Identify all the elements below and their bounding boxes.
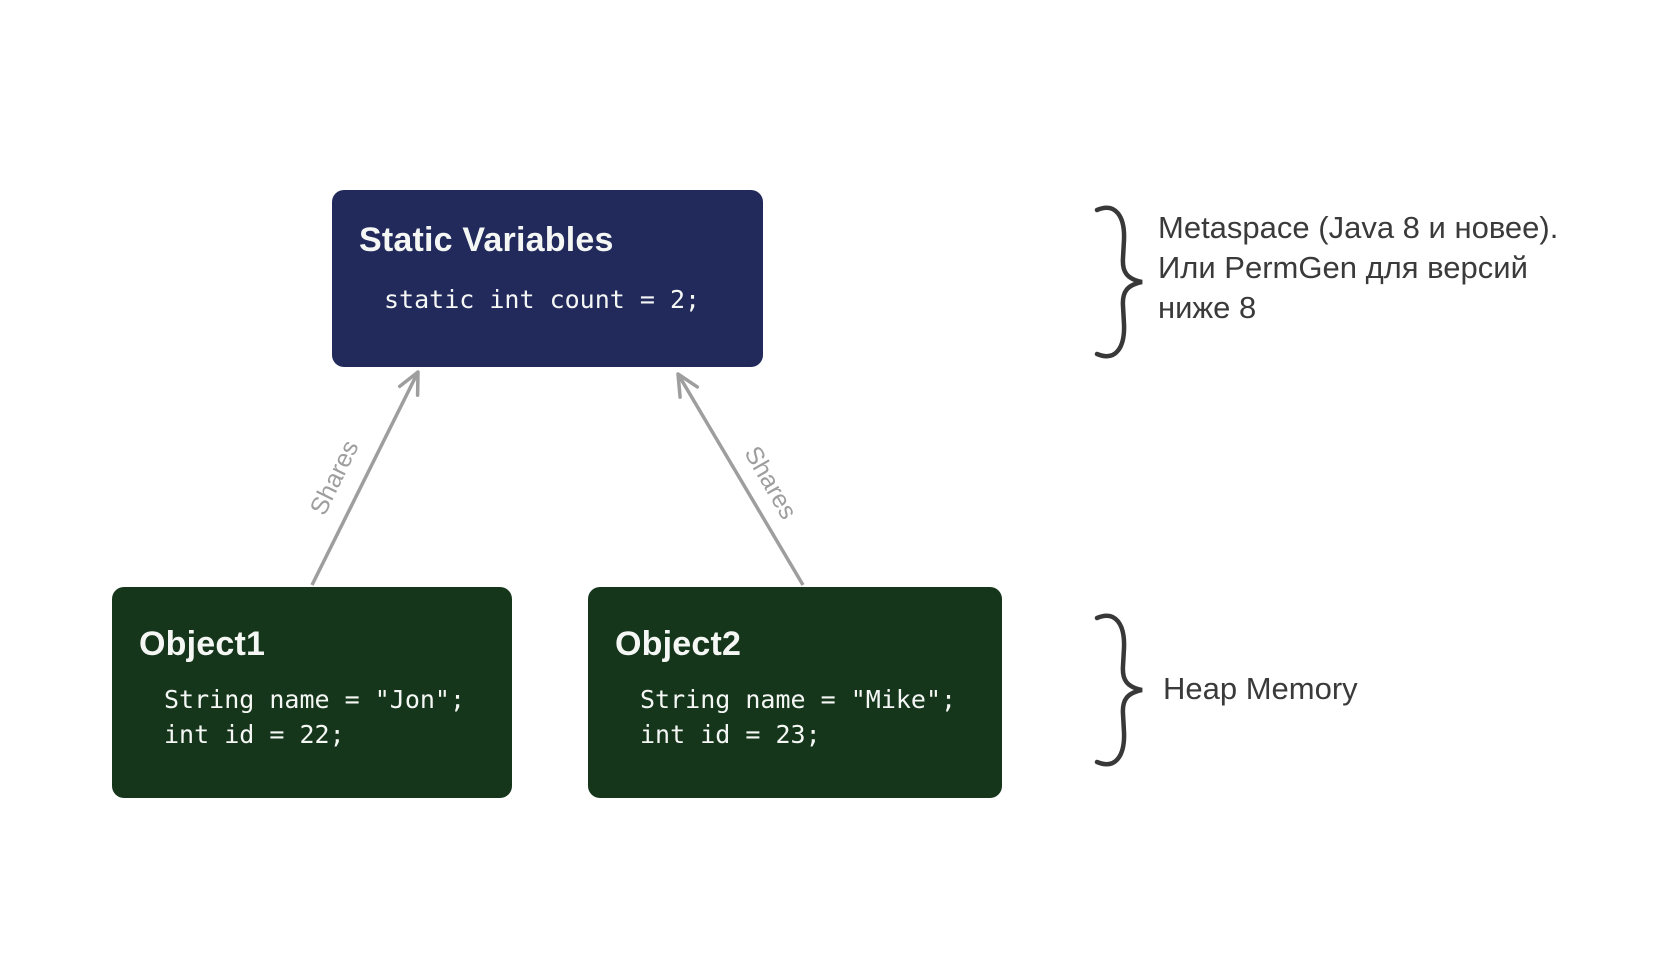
shares-arrow-object1-to-static (310, 370, 420, 586)
metaspace-annotation-line3: ниже 8 (1158, 290, 1257, 325)
object1-code-line1: String name = "Jon"; (164, 685, 466, 714)
object2-code: String name = "Mike"; int id = 23; (640, 682, 956, 752)
static-variables-box: Static Variables static int count = 2; (332, 190, 763, 367)
metaspace-brace (1094, 205, 1143, 359)
object1-title: Object1 (139, 625, 266, 663)
static-variables-code: static int count = 2; (384, 285, 701, 314)
object2-box: Object2 String name = "Mike"; int id = 23… (588, 587, 1002, 798)
heap-memory-annotation: Heap Memory (1163, 671, 1358, 706)
object2-title: Object2 (615, 625, 742, 663)
metaspace-annotation-line2: Или PermGen для версий (1158, 250, 1528, 285)
object1-code-line2: int id = 22; (164, 720, 345, 749)
object2-code-line2: int id = 23; (640, 720, 821, 749)
object2-code-line1: String name = "Mike"; (640, 685, 957, 714)
heap-brace (1094, 613, 1143, 767)
static-variables-title: Static Variables (359, 221, 614, 259)
metaspace-annotation-line1: Metaspace (Java 8 и новее). (1158, 210, 1559, 245)
object1-code: String name = "Jon"; int id = 22; (164, 682, 465, 752)
metaspace-annotation: Metaspace (Java 8 и новее). Или PermGen … (1158, 208, 1558, 328)
shares-arrow-object2-to-static (676, 372, 805, 586)
object1-box: Object1 String name = "Jon"; int id = 22; (112, 587, 512, 798)
